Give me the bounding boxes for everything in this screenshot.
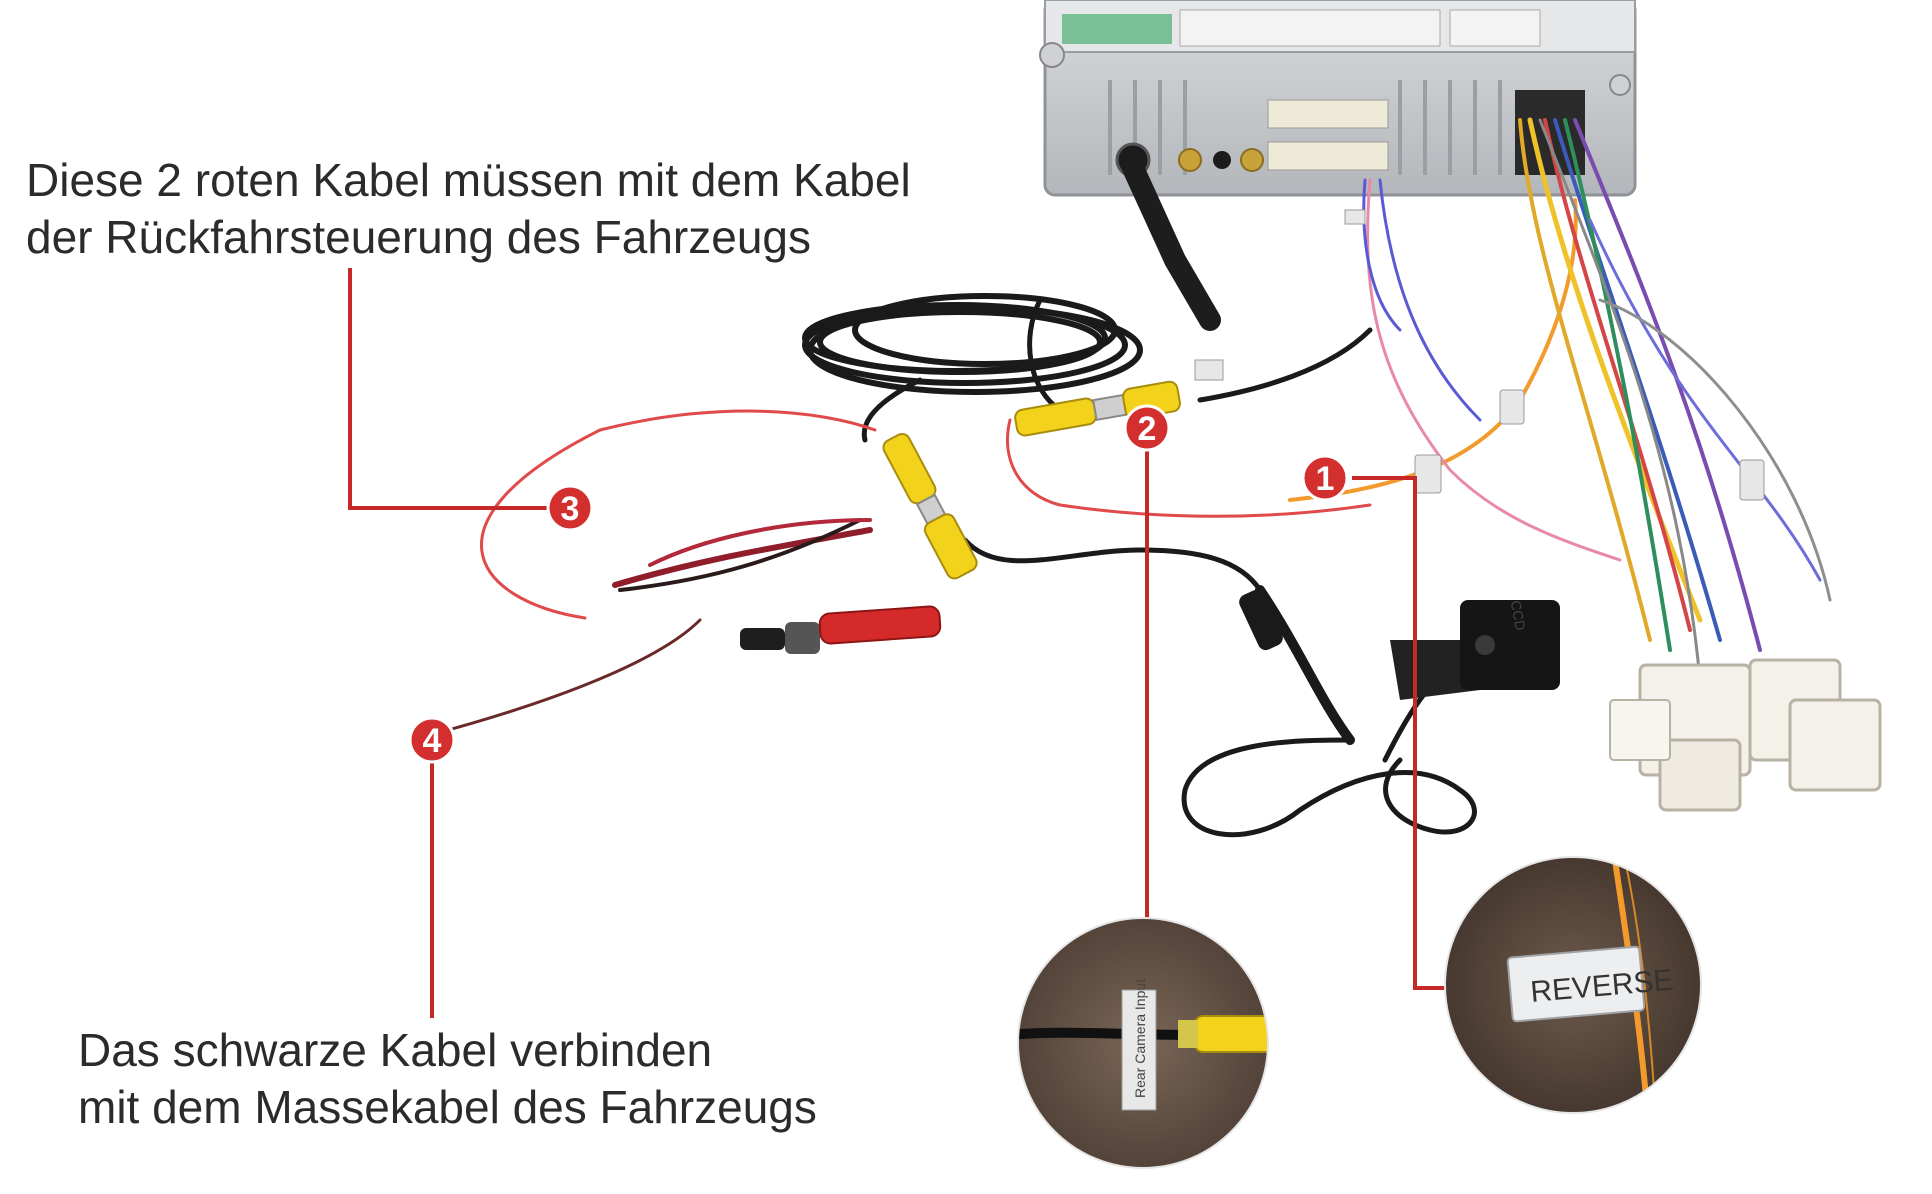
inset-rear-camera-input: Rear Camera Input [1017, 917, 1269, 1169]
marker-4-label: 4 [423, 722, 442, 760]
yellow-rca-connectors [882, 380, 1181, 580]
red-power-connector [740, 605, 942, 654]
antenna-cable [1122, 157, 1221, 331]
caption-top-line-1: Diese 2 roten Kabel müssen mit dem Kabel [26, 154, 911, 206]
marker-2: 2 [1123, 404, 1171, 452]
caption-bottom-line-2: mit dem Massekabel des Fahrzeugs [78, 1081, 817, 1133]
camera-label: CCD [1508, 599, 1529, 632]
callout-line-3 [348, 268, 555, 510]
marker-1: 1 [1301, 454, 1349, 502]
marker-3: 3 [546, 484, 594, 532]
caption-top-line-2: der Rückfahrsteuerung des Fahrzeugs [26, 211, 811, 263]
inset-reverse-wire: REVERSE [1444, 856, 1702, 1114]
wire-tags [1194, 209, 1765, 501]
callout-line-1 [1352, 476, 1452, 990]
harness-connectors [1609, 658, 1882, 812]
rear-camera: CCD [1390, 599, 1560, 700]
camera-input-label: Rear Camera Input [1132, 979, 1148, 1098]
marker-4: 4 [408, 716, 456, 764]
inline-filter [1239, 589, 1283, 651]
marker-2-label: 2 [1138, 410, 1157, 448]
marker-1-label: 1 [1316, 460, 1335, 498]
callout-lines [348, 268, 1452, 1018]
caption-reverse-trigger: Diese 2 roten Kabel müssen mit dem Kabel… [26, 152, 911, 266]
marker-3-label: 3 [561, 490, 580, 528]
caption-ground-wire: Das schwarze Kabel verbinden mit dem Mas… [78, 1022, 817, 1136]
caption-bottom-line-1: Das schwarze Kabel verbinden [78, 1024, 713, 1076]
